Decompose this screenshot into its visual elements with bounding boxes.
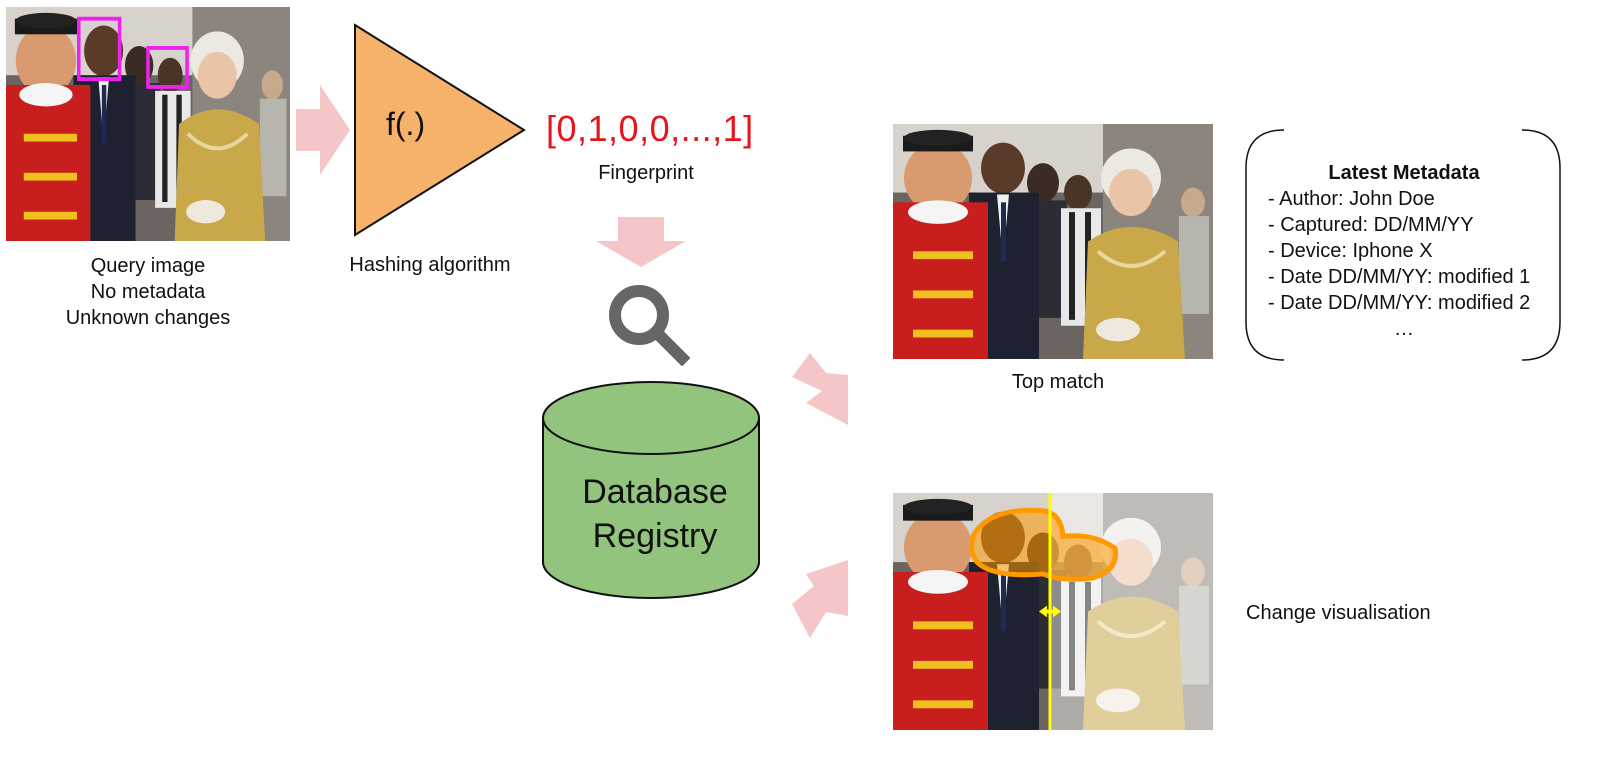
fingerprint-value: [0,1,0,0,...,1]: [546, 108, 754, 149]
divider-handle: [1039, 605, 1047, 618]
metadata-item: - Date DD/MM/YY: modified 1: [1268, 266, 1531, 288]
faded-region: [1050, 493, 1213, 730]
top-match-image: [893, 124, 1213, 359]
metadata-title: Latest Metadata: [1328, 162, 1480, 184]
magnifier-icon: [609, 285, 690, 366]
query-caption-line-3: Unknown changes: [65, 307, 231, 329]
metadata-item: - Captured: DD/MM/YY: [1268, 214, 1474, 236]
arrow-up-right-icon: [792, 353, 848, 425]
top-match-caption: Top match: [1011, 371, 1105, 393]
database-label-line-1: Database: [582, 473, 728, 511]
face-box-1: [77, 16, 122, 82]
database-cylinder-icon: [542, 381, 760, 599]
change-visualisation-caption: Change visualisation: [1246, 602, 1431, 624]
hashing-triangle: [354, 23, 526, 237]
hashing-caption: Hashing algorithm: [349, 254, 511, 276]
query-caption-line-1: Query image: [90, 255, 206, 277]
face-box-2: [146, 45, 189, 89]
metadata-item-ellipsis: …: [1394, 318, 1414, 340]
metadata-item: - Author: John Doe: [1268, 188, 1435, 210]
metadata-panel: Latest Metadata - Author: John Doe - Cap…: [1268, 160, 1558, 342]
metadata-item: - Date DD/MM/YY: modified 2: [1268, 292, 1531, 314]
fingerprint-caption: Fingerprint: [598, 162, 694, 184]
metadata-bracket: [1245, 129, 1561, 361]
database-label: Database Registry: [560, 470, 750, 558]
database-label-line-2: Registry: [592, 517, 718, 555]
query-caption: Query image No metadata Unknown changes: [28, 253, 268, 331]
change-visualisation-image: [893, 493, 1213, 730]
arrow-down-icon: [596, 217, 686, 267]
query-image: [6, 7, 290, 241]
hash-function-label: f(.): [386, 106, 426, 142]
metadata-item: - Device: Iphone X: [1268, 240, 1433, 262]
arrow-down-right-icon: [792, 560, 848, 638]
arrow-right-icon: [296, 85, 350, 175]
change-highlight: [969, 507, 1119, 582]
query-caption-line-2: No metadata: [90, 281, 206, 303]
